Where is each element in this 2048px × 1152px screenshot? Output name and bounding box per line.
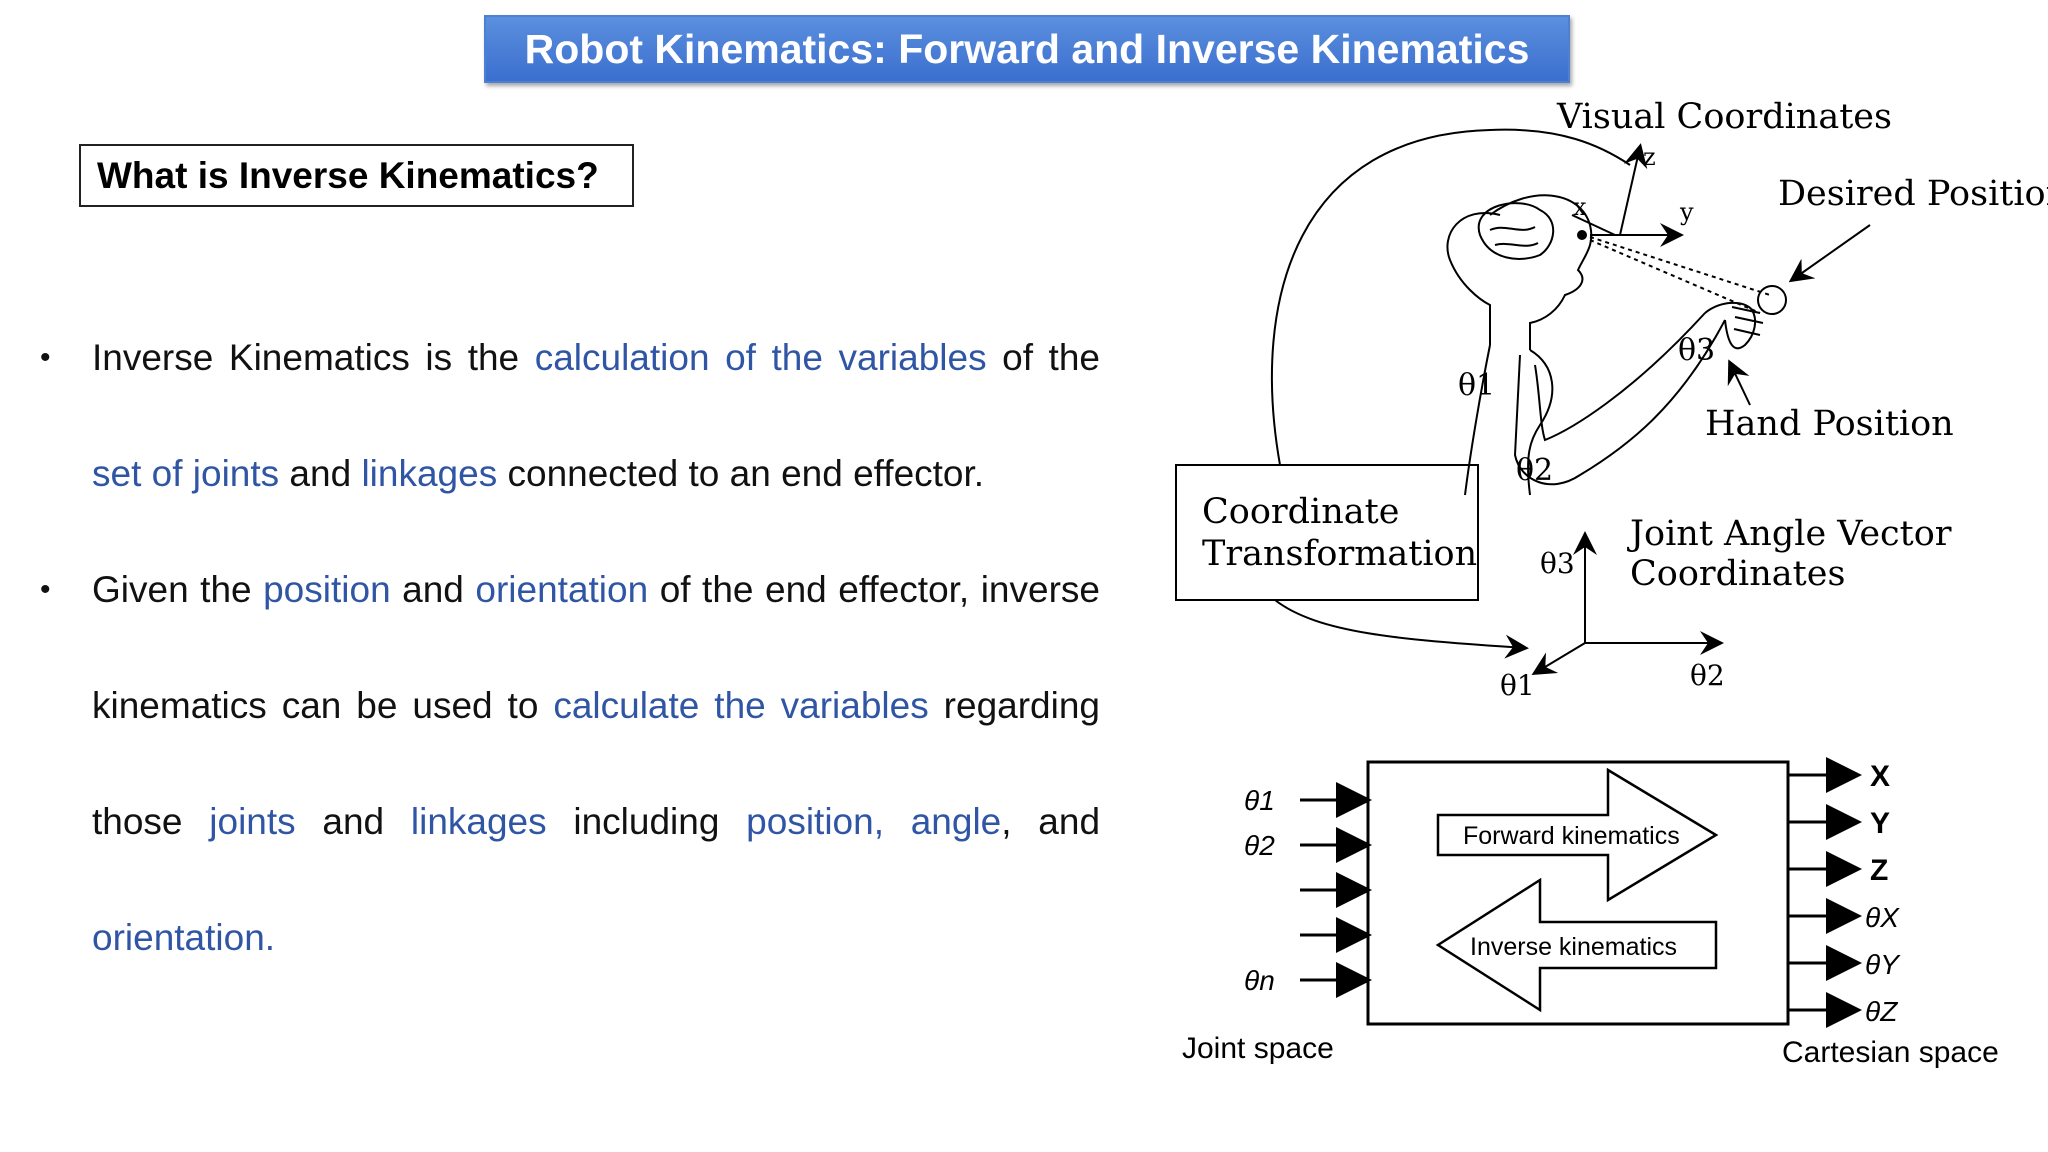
hand-position-label: Hand Position (1705, 404, 1954, 444)
axis-theta1-line (1531, 642, 1586, 676)
seg: of the (986, 337, 1100, 378)
seg: including (546, 801, 747, 842)
output-thetay-label: θY (1865, 949, 1901, 980)
axis-theta2-label: θ2 (1690, 659, 1725, 692)
seg: Inverse Kinematics is the (92, 337, 535, 378)
axis-theta1-label: θ1 (1500, 669, 1535, 702)
seg: and (390, 569, 476, 610)
torso-front (1527, 349, 1554, 496)
upper-arm (1513, 319, 1726, 486)
axis-x-label: x (1573, 193, 1587, 221)
axis-y-label: y (1679, 198, 1694, 226)
input-theta2-label: θ2 (1244, 830, 1275, 861)
cartesian-space-label: Cartesian space (1782, 1036, 1999, 1069)
output-x-label: X (1870, 760, 1890, 793)
head-outline (1446, 212, 1501, 345)
desired-position-arrow (1788, 224, 1871, 283)
seg: and (295, 801, 411, 842)
ik-human-figure: Visual Coordinates z x y Desired Positio… (1175, 97, 2048, 702)
forearm (1534, 312, 1706, 442)
visual-coordinates-label: Visual Coordinates (1556, 97, 1892, 137)
theta2-label: θ2 (1516, 453, 1553, 488)
sight-lines (1589, 236, 1771, 314)
seg: regarding those (92, 685, 1100, 842)
inverse-kinematics-arrow (1435, 877, 1718, 1013)
output-y-label: Y (1870, 807, 1890, 840)
coord-transform-box (1175, 464, 1479, 601)
seg: , and (1001, 801, 1101, 842)
seg: Given the (92, 569, 264, 610)
coord-transform-label-1: Coordinate (1202, 492, 1399, 532)
feedback-loop-line (1270, 128, 1631, 466)
joint-space-label: Joint space (1182, 1032, 1334, 1065)
seg-highlight: set of joints (92, 453, 280, 494)
output-thetax-label: θX (1865, 902, 1900, 933)
seg: connected to an end effector. (497, 453, 985, 494)
bullet-item-2: • Given the position and orientation of … (40, 532, 1100, 996)
inverse-kinematics-label: Inverse kinematics (1470, 933, 1677, 961)
seg-highlight: position, angle (746, 801, 1002, 842)
theta3-label: θ3 (1678, 333, 1715, 368)
theta1-label: θ1 (1458, 368, 1495, 403)
seg-highlight: orientation. (92, 917, 276, 958)
axis-z-label: z (1643, 143, 1656, 171)
seg-highlight: linkages (410, 801, 547, 842)
seg-highlight: position (263, 569, 391, 610)
seg: and (279, 453, 362, 494)
joint-angle-label-1: Joint Angle Vector (1627, 514, 1952, 554)
output-thetaz-label: θZ (1865, 996, 1898, 1027)
seg-highlight: calculate the variables (553, 685, 929, 726)
slide-title: Robot Kinematics: Forward and Inverse Ki… (484, 15, 1570, 83)
axis-x-line (1571, 214, 1616, 236)
input-theta1-label: θ1 (1244, 785, 1275, 816)
desired-position-marker (1757, 285, 1787, 315)
seg: of the end effector, inverse kinematics … (92, 569, 1100, 726)
seg-highlight: calculation of the variables (534, 337, 987, 378)
brain-shape (1477, 202, 1555, 260)
bullet-dot-icon: • (40, 573, 51, 606)
fk-ik-block-diagram: Forward kinematics Inverse kinematics θ1… (1182, 757, 1999, 1069)
torso-back (1464, 344, 1491, 496)
transform-to-joint-arrow (1274, 599, 1529, 659)
hand-position-arrow (1727, 359, 1751, 406)
output-z-label: Z (1870, 854, 1888, 887)
seg-highlight: orientation (475, 569, 649, 610)
bullet-dot-icon: • (40, 341, 51, 374)
axis-theta3-label: θ3 (1540, 547, 1575, 580)
seg-highlight: linkages (361, 453, 498, 494)
joint-angle-label-2: Coordinates (1630, 554, 1845, 594)
bullet-item-1: • Inverse Kinematics is the calculation … (40, 300, 1100, 532)
forward-kinematics-arrow (1436, 767, 1719, 903)
bullet-list: • Inverse Kinematics is the calculation … (40, 300, 1100, 996)
desired-position-label: Desired Position (1778, 174, 2048, 214)
forward-kinematics-label: Forward kinematics (1463, 822, 1680, 850)
seg-highlight: joints (209, 801, 296, 842)
input-thetan-label: θn (1244, 965, 1275, 996)
face-outline (1489, 194, 1593, 350)
hand-shape (1704, 301, 1757, 350)
kinematics-box (1366, 760, 1790, 1026)
coord-transform-label-2: Transformation (1202, 534, 1477, 574)
axis-z-line (1619, 143, 1648, 236)
section-heading: What is Inverse Kinematics? (79, 144, 634, 207)
